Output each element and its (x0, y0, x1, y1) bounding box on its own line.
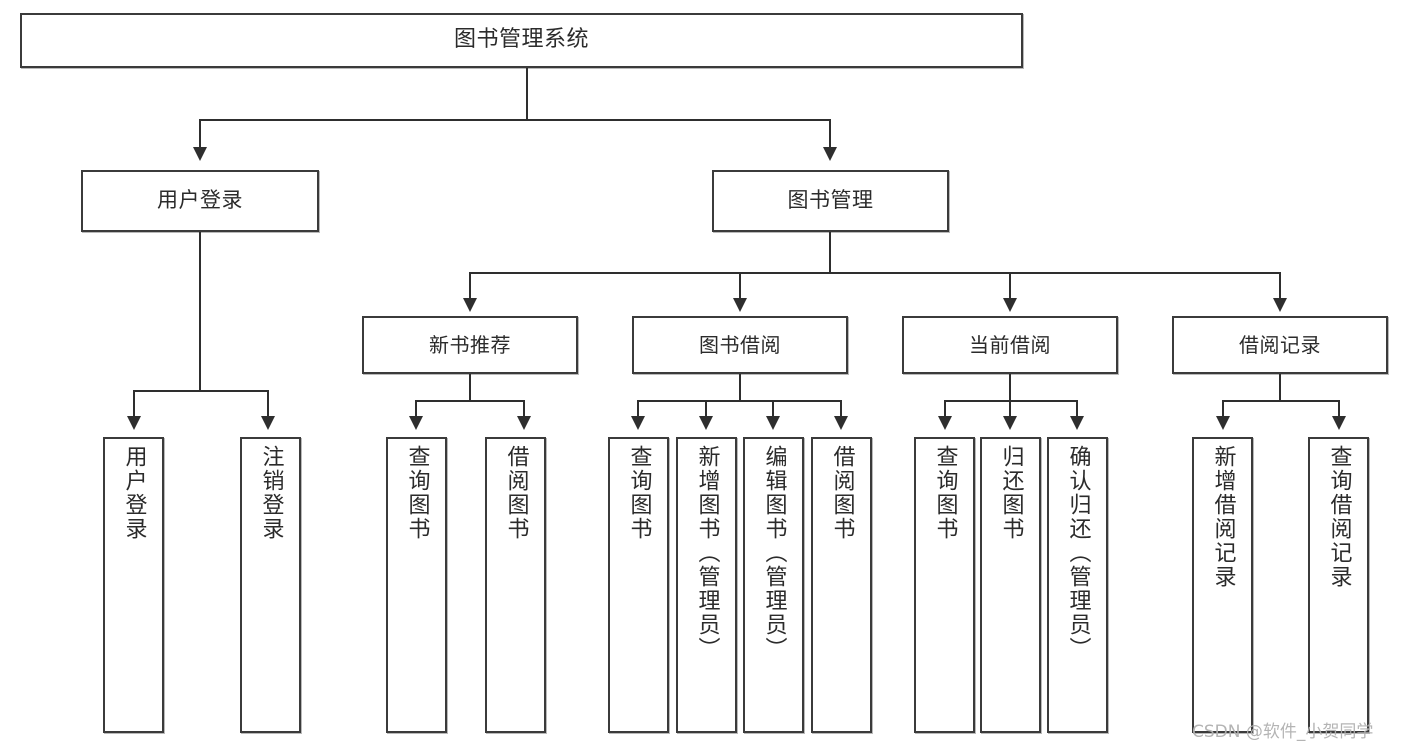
leaf-logout[interactable]: 注销登录 (240, 437, 301, 733)
arrowhead-borrow-record (1273, 298, 1287, 312)
leaf-user-login[interactable]: 用户登录 (103, 437, 164, 733)
node-label: 当前借阅 (969, 333, 1051, 357)
node-label: 新增图书（管理员） (694, 445, 720, 661)
connector-borrow-record-stem (1279, 374, 1281, 400)
node-new-book-recommend[interactable]: 新书推荐 (362, 316, 578, 374)
node-label: 查询图书 (404, 445, 430, 541)
connector-drop-bb-leaf-4 (840, 400, 842, 418)
arrowhead-bb-leaf-4 (834, 416, 848, 430)
arrowhead-bb-leaf-3 (766, 416, 780, 430)
connector-root-bus (199, 119, 831, 121)
arrowhead-current-borrow (1003, 298, 1017, 312)
leaf-query-borrow-record[interactable]: 查询借阅记录 (1308, 437, 1369, 733)
arrowhead-nb-leaf-2 (517, 416, 531, 430)
connector-drop-borrow-record (1279, 272, 1281, 300)
arrowhead-bb-leaf-1 (631, 416, 645, 430)
node-book-management[interactable]: 图书管理 (712, 170, 949, 232)
node-root-system[interactable]: 图书管理系统 (20, 13, 1023, 68)
node-user-login[interactable]: 用户登录 (81, 170, 319, 232)
connector-drop-book-manage (829, 119, 831, 149)
connector-drop-leaf-logout (267, 390, 269, 418)
connector-book-manage-stem (829, 232, 831, 272)
node-label: 查询图书 (626, 445, 652, 541)
arrowhead-br-leaf-2 (1332, 416, 1346, 430)
connector-current-borrow-stem (1009, 374, 1011, 400)
connector-book-manage-bus (469, 272, 1280, 274)
connector-drop-bb-leaf-2 (705, 400, 707, 418)
arrowhead-new-book (463, 298, 477, 312)
connector-book-borrow-bus (637, 400, 842, 402)
node-label: 用户登录 (121, 445, 147, 541)
connector-borrow-record-bus (1222, 400, 1340, 402)
node-book-borrow[interactable]: 图书借阅 (632, 316, 848, 374)
leaf-return-book[interactable]: 归还图书 (980, 437, 1041, 733)
connector-drop-bb-leaf-1 (637, 400, 639, 418)
connector-drop-user-login (199, 119, 201, 149)
leaf-borrow-book-recommend[interactable]: 借阅图书 (485, 437, 546, 733)
connector-book-borrow-stem (739, 374, 741, 400)
connector-user-login-stem (199, 232, 201, 391)
arrowhead-cb-leaf-2 (1003, 416, 1017, 430)
node-label: 用户登录 (157, 188, 243, 213)
node-label: 图书借阅 (699, 333, 781, 357)
leaf-add-book-admin[interactable]: 新增图书（管理员） (676, 437, 737, 733)
leaf-query-book-current[interactable]: 查询图书 (914, 437, 975, 733)
leaf-confirm-return-admin[interactable]: 确认归还（管理员） (1047, 437, 1108, 733)
node-label: 借阅记录 (1239, 333, 1321, 357)
node-label: 图书管理 (787, 188, 874, 213)
connector-drop-nb-leaf-2 (523, 400, 525, 418)
arrowhead-bb-leaf-2 (699, 416, 713, 430)
leaf-query-book-recommend[interactable]: 查询图书 (386, 437, 447, 733)
connector-drop-cb-leaf-1 (944, 400, 946, 418)
node-label: 借阅图书 (503, 445, 529, 541)
node-label: 查询借阅记录 (1326, 445, 1352, 589)
connector-drop-nb-leaf-1 (415, 400, 417, 418)
leaf-query-book-borrow[interactable]: 查询图书 (608, 437, 669, 733)
connector-new-book-bus (415, 400, 525, 402)
node-label: 归还图书 (998, 445, 1024, 541)
node-label: 确认归还（管理员） (1065, 445, 1091, 661)
node-current-borrow[interactable]: 当前借阅 (902, 316, 1118, 374)
connector-drop-cb-leaf-3 (1076, 400, 1078, 418)
node-label: 注销登录 (258, 445, 284, 541)
connector-current-borrow-bus (944, 400, 1078, 402)
connector-root-stem (526, 68, 528, 119)
node-label: 借阅图书 (829, 445, 855, 541)
leaf-edit-book-admin[interactable]: 编辑图书（管理员） (743, 437, 804, 733)
node-label: 查询图书 (932, 445, 958, 541)
connector-drop-new-book (469, 272, 471, 300)
connector-drop-br-leaf-1 (1222, 400, 1224, 418)
node-label: 新书推荐 (429, 333, 511, 357)
node-label: 新增借阅记录 (1210, 445, 1236, 589)
leaf-borrow-book[interactable]: 借阅图书 (811, 437, 872, 733)
connector-drop-book-borrow (739, 272, 741, 300)
arrowhead-user-login (193, 147, 207, 161)
arrowhead-cb-leaf-1 (938, 416, 952, 430)
connector-new-book-stem (469, 374, 471, 400)
connector-drop-leaf-user-login (133, 390, 135, 418)
arrowhead-book-borrow (733, 298, 747, 312)
arrowhead-cb-leaf-3 (1070, 416, 1084, 430)
leaf-add-borrow-record[interactable]: 新增借阅记录 (1192, 437, 1253, 733)
node-borrow-record[interactable]: 借阅记录 (1172, 316, 1388, 374)
arrowhead-book-manage (823, 147, 837, 161)
arrowhead-leaf-user-login (127, 416, 141, 430)
connector-drop-cb-leaf-2 (1009, 400, 1011, 418)
node-label: 编辑图书（管理员） (761, 445, 787, 661)
connector-drop-br-leaf-2 (1338, 400, 1340, 418)
connector-drop-bb-leaf-3 (772, 400, 774, 418)
arrowhead-leaf-logout (261, 416, 275, 430)
connector-drop-current-borrow (1009, 272, 1011, 300)
arrowhead-br-leaf-1 (1216, 416, 1230, 430)
node-label: 图书管理系统 (453, 27, 589, 53)
connector-user-login-bus (133, 390, 267, 392)
arrowhead-nb-leaf-1 (409, 416, 423, 430)
